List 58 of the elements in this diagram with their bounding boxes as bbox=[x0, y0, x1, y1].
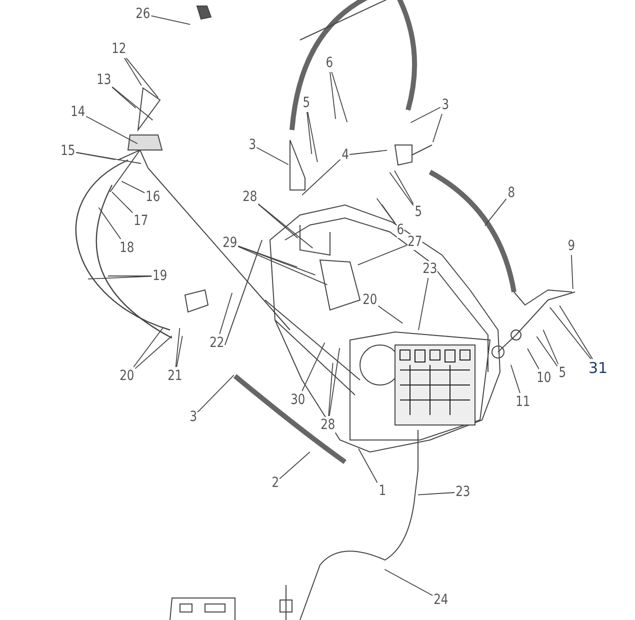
leader-line bbox=[306, 112, 312, 154]
leader-line bbox=[536, 336, 558, 367]
leader-line bbox=[219, 292, 233, 334]
leader-line bbox=[302, 342, 326, 392]
leader-line bbox=[384, 568, 434, 596]
leader-line bbox=[133, 326, 164, 368]
leader-line bbox=[381, 204, 396, 224]
leader-line bbox=[112, 86, 136, 108]
leader-line bbox=[394, 170, 414, 204]
leader-line bbox=[410, 106, 441, 124]
leader-line bbox=[358, 448, 378, 484]
leader-line bbox=[126, 58, 159, 98]
leader-line bbox=[302, 158, 341, 196]
leader-line bbox=[238, 246, 328, 286]
leader-line bbox=[328, 348, 340, 416]
leader-line bbox=[121, 180, 146, 194]
leader-line bbox=[570, 254, 574, 290]
leader-line bbox=[258, 203, 314, 249]
leader-line bbox=[418, 278, 429, 331]
leader-line bbox=[238, 246, 298, 268]
leader-line bbox=[258, 204, 298, 238]
leader-line bbox=[124, 58, 142, 86]
leader-line bbox=[88, 276, 152, 280]
leader-line bbox=[76, 152, 142, 164]
leader-line bbox=[238, 246, 316, 276]
leader-line bbox=[176, 335, 183, 368]
leader-line bbox=[376, 198, 396, 224]
leader-line bbox=[510, 364, 520, 394]
leader-line bbox=[76, 152, 116, 160]
callout-number: 28 bbox=[320, 417, 336, 433]
callout-number: 6 bbox=[396, 222, 404, 238]
leader-line bbox=[279, 452, 310, 480]
leader-line bbox=[559, 305, 593, 360]
leader-line bbox=[112, 86, 154, 121]
leader-line bbox=[86, 116, 138, 144]
leader-line bbox=[418, 492, 456, 496]
leader-line bbox=[112, 192, 134, 214]
leader-line bbox=[197, 374, 234, 413]
leader-line bbox=[432, 114, 442, 143]
leader-line bbox=[256, 147, 289, 166]
leader-line bbox=[175, 328, 180, 368]
callout-number: 31 bbox=[588, 360, 608, 376]
leader-line bbox=[484, 198, 507, 226]
leader-line bbox=[331, 72, 348, 123]
leader-line bbox=[357, 244, 408, 266]
leader-line bbox=[328, 362, 334, 416]
callout-number: 27 bbox=[408, 234, 422, 250]
leader-line bbox=[378, 305, 404, 324]
leader-line bbox=[98, 207, 122, 240]
leader-line bbox=[150, 15, 191, 25]
leader-line bbox=[134, 336, 172, 370]
leader-line bbox=[389, 172, 414, 206]
leader-line bbox=[330, 72, 336, 120]
leader-line bbox=[549, 306, 592, 360]
leader-line bbox=[542, 329, 559, 364]
leader-line bbox=[307, 112, 318, 163]
leader-line bbox=[527, 348, 540, 370]
leader-line bbox=[349, 150, 388, 155]
